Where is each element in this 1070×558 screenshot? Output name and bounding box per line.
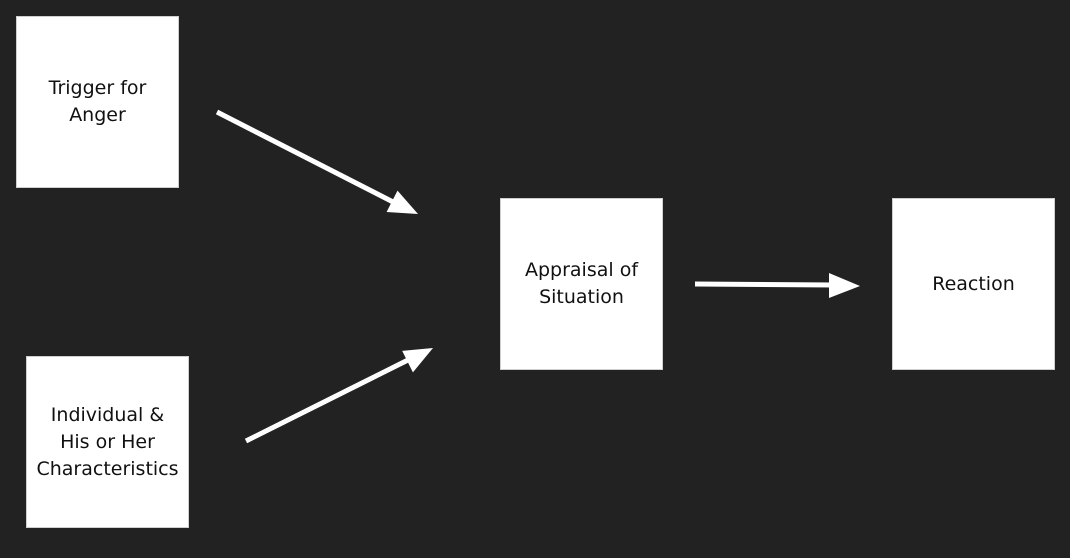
arrow-individual-to-appraisal xyxy=(244,348,433,444)
node-trigger-for-anger: Trigger for Anger xyxy=(16,16,179,188)
arrow-trigger-to-appraisal-shaft xyxy=(215,109,397,206)
node-trigger-label-line1: Trigger for xyxy=(48,77,147,99)
node-appraisal-of-situation: Appraisal of Situation xyxy=(500,198,663,370)
node-appraisal-label-line1: Appraisal of xyxy=(524,259,639,281)
node-individual-characteristics: Individual & His or Her Characteristics xyxy=(26,356,189,528)
arrow-appraisal-to-reaction-head xyxy=(829,273,860,298)
arrow-trigger-to-appraisal xyxy=(215,109,418,214)
node-trigger-label-line2: Anger xyxy=(69,104,126,126)
node-individual-label-line2: His or Her xyxy=(60,430,155,453)
arrow-appraisal-to-reaction xyxy=(694,273,860,298)
node-individual-label-line1: Individual & xyxy=(50,403,165,426)
node-individual-label-line3: Characteristics xyxy=(36,457,179,480)
arrow-individual-to-appraisal-head xyxy=(402,348,433,373)
node-reaction-label-line1: Reaction xyxy=(932,272,1015,295)
arrow-individual-to-appraisal-shaft xyxy=(244,356,412,444)
arrow-appraisal-to-reaction-shaft xyxy=(694,281,835,288)
arrow-trigger-to-appraisal-head xyxy=(386,190,418,214)
node-appraisal-label-line2: Situation xyxy=(539,286,624,308)
node-reaction: Reaction xyxy=(892,198,1055,370)
